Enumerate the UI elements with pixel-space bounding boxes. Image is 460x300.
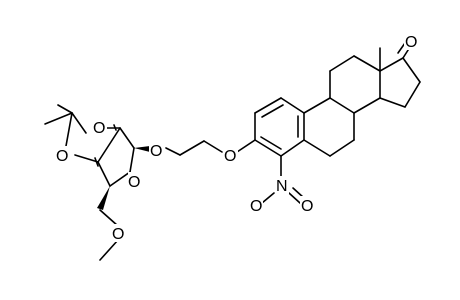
nitro-oxygen-right-label: O [301,198,313,215]
ethoxy-linker [165,139,256,156]
acetonide-oxygen-left-label: O [56,148,68,165]
furanose-oxygen-label: O [128,174,140,191]
methoxy-oxygen-label: O [112,226,124,243]
glycosidic-oxygen-label: O [150,143,162,160]
nitro-nitrogen-label: N [276,178,288,195]
atom-labels: O O O O O O N O O O [56,32,418,243]
ketone-oxygen-label: O [405,34,417,51]
nitro-oxygen-left-label: O [250,198,262,215]
acetonide-oxygen-top-label: O [93,120,105,137]
steroid-skeleton [254,42,421,157]
sugar-unit [44,104,150,261]
phenol-ether-oxygen-label: O [224,148,236,165]
